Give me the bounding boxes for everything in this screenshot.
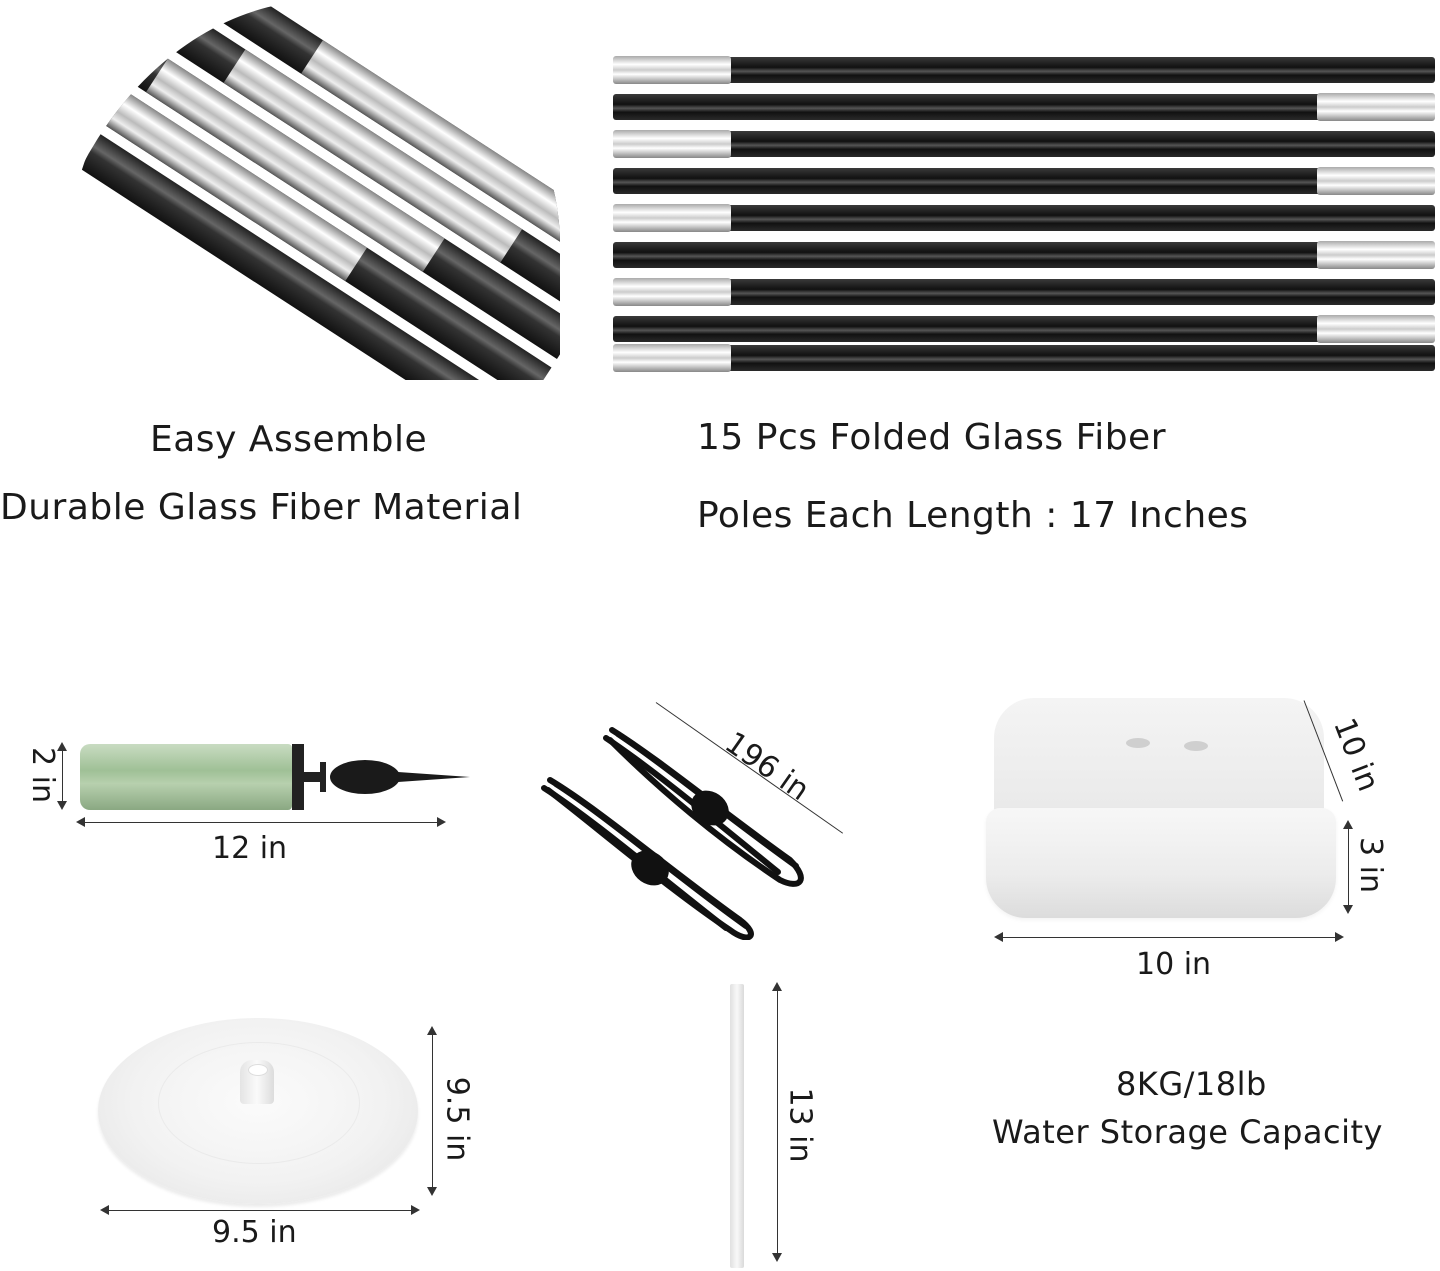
pump-height-label: 2 in (24, 747, 60, 803)
rod-length-arrow (772, 982, 782, 1262)
pump-body (80, 744, 292, 810)
air-pump-image (80, 744, 480, 814)
base-height-label: 9.5 in (439, 1076, 475, 1162)
folded-poles-image (0, 0, 1440, 380)
caption-easy-assemble: Easy Assemble (150, 419, 428, 460)
pump-length-arrow (76, 817, 446, 827)
pump-length-label: 12 in (212, 831, 288, 866)
bag-height-arrow (1343, 820, 1353, 914)
capacity-value: 8KG/18lb (1116, 1065, 1267, 1103)
base-plate-image (98, 1012, 418, 1207)
rod-length-label: 13 in (782, 1087, 818, 1163)
base-height-arrow (427, 1026, 437, 1196)
capacity-label: Water Storage Capacity (992, 1113, 1383, 1151)
caption-pole-length: Poles Each Length : 17 Inches (697, 495, 1249, 536)
base-width-label: 9.5 in (212, 1215, 297, 1250)
bag-height-label: 3 in (1352, 837, 1388, 893)
fill-hole (1126, 738, 1150, 748)
base-width-arrow (100, 1205, 420, 1215)
bag-width-label: 10 in (1136, 947, 1212, 982)
caption-pole-count: 15 Pcs Folded Glass Fiber (697, 417, 1167, 458)
water-bag-image (986, 688, 1336, 923)
fiber-tube-icon (70, 0, 560, 380)
bag-width-arrow (994, 932, 1344, 942)
fill-hole (1184, 741, 1208, 751)
pump-height-arrow (57, 742, 67, 810)
caption-durable-material: Durable Glass Fiber Material (0, 487, 523, 528)
pole-closeup-image (70, 0, 560, 380)
connector-rod-image (730, 984, 744, 1268)
elastic-cords-image (540, 720, 840, 941)
